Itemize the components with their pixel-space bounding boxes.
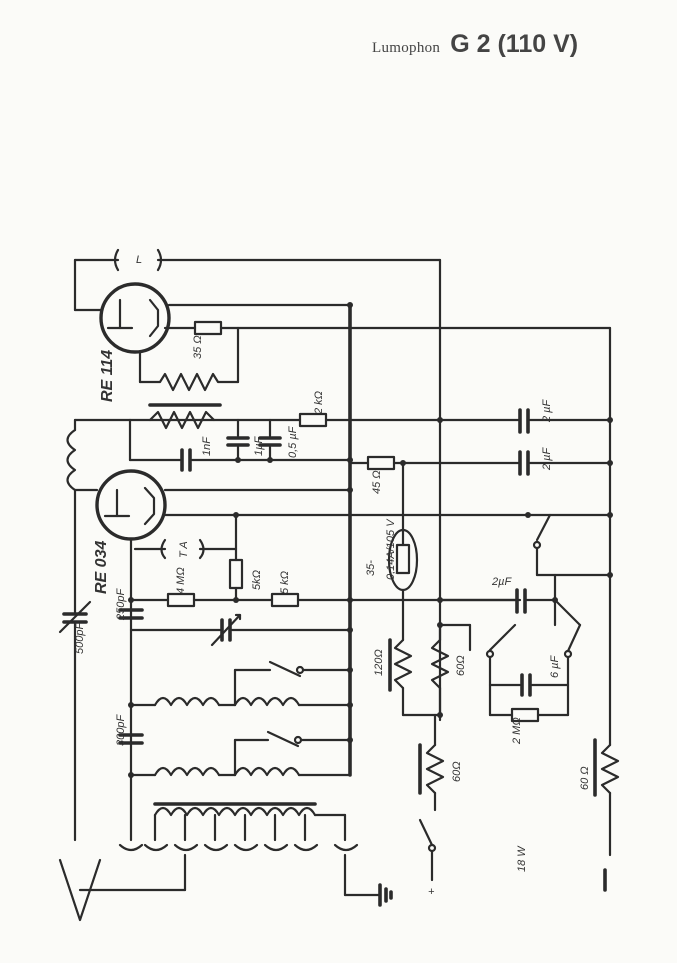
r35-label: 35 Ω bbox=[192, 335, 204, 359]
c1uf-label: 1µF bbox=[253, 436, 265, 456]
resistor-60b bbox=[425, 743, 445, 795]
c2uf-c-label: 2µF bbox=[491, 576, 512, 588]
rectifier-tube bbox=[99, 282, 171, 354]
resistor-60c bbox=[600, 743, 620, 795]
coil-upper-right bbox=[233, 696, 301, 707]
pilot-lamp: L bbox=[73, 248, 442, 272]
ballast-label: 35- bbox=[365, 560, 377, 576]
c2uf-b-label: 2 µF bbox=[541, 446, 553, 471]
coil-lower-right bbox=[233, 766, 301, 777]
resistor-45-ohm bbox=[366, 455, 396, 471]
antenna-coil bbox=[153, 806, 317, 817]
r2m-label: 2 MΩ bbox=[511, 717, 523, 745]
coil-lower-left bbox=[153, 766, 221, 777]
c1nf-label: 1nF bbox=[201, 436, 213, 456]
ta-label: T A bbox=[178, 541, 190, 558]
resistor-35-ohm bbox=[193, 320, 223, 336]
c05uf-label: 0,5 µF bbox=[287, 425, 299, 458]
resistor-60a bbox=[430, 638, 450, 690]
c300-label: 300pF bbox=[115, 714, 127, 746]
r60a-label: 60Ω bbox=[455, 655, 467, 676]
tube-label-re114: RE 114 bbox=[99, 350, 116, 402]
brand-label: Lumophon bbox=[372, 40, 441, 56]
r60b-label: 60Ω bbox=[451, 761, 463, 782]
svg-text:0,14A/105 V: 0,14A/105 V bbox=[385, 518, 397, 580]
page-title: Lumophon G 2 (110 V) bbox=[372, 30, 578, 59]
c500-label: 500pF bbox=[74, 622, 86, 654]
c250-label: 250pF bbox=[115, 588, 127, 621]
power-label: 18 W bbox=[516, 845, 528, 872]
heater-resistor-a bbox=[138, 372, 240, 392]
lamp-label: L bbox=[136, 254, 142, 266]
c6uf-label: 6 µF bbox=[549, 654, 561, 678]
model-label: G 2 (110 V) bbox=[450, 30, 579, 58]
coil-upper-left bbox=[153, 696, 221, 707]
r5k2-label: 5 kΩ bbox=[279, 571, 291, 594]
tube-label-re034: RE 034 bbox=[93, 541, 110, 594]
antenna-symbol bbox=[58, 858, 102, 922]
resistor-5k bbox=[228, 558, 244, 590]
r60c-label: 60 Ω bbox=[579, 766, 591, 790]
r5k-label: 5kΩ bbox=[251, 570, 263, 590]
audion-tube bbox=[95, 469, 167, 541]
c2uf-a-label: 2 µF bbox=[541, 398, 553, 423]
resistor-2k bbox=[298, 412, 328, 428]
resistor-4m bbox=[166, 592, 196, 608]
r2k-label: 2 kΩ bbox=[313, 391, 325, 415]
resistor-5k-b bbox=[270, 592, 300, 608]
r4m-label: 4 MΩ bbox=[175, 567, 187, 594]
r120-label: 120Ω bbox=[373, 649, 385, 676]
resistor-120 bbox=[393, 638, 413, 690]
resistor-mid bbox=[148, 410, 216, 430]
r45-label: 45 Ω bbox=[371, 470, 383, 494]
plus-label: + bbox=[428, 886, 435, 898]
